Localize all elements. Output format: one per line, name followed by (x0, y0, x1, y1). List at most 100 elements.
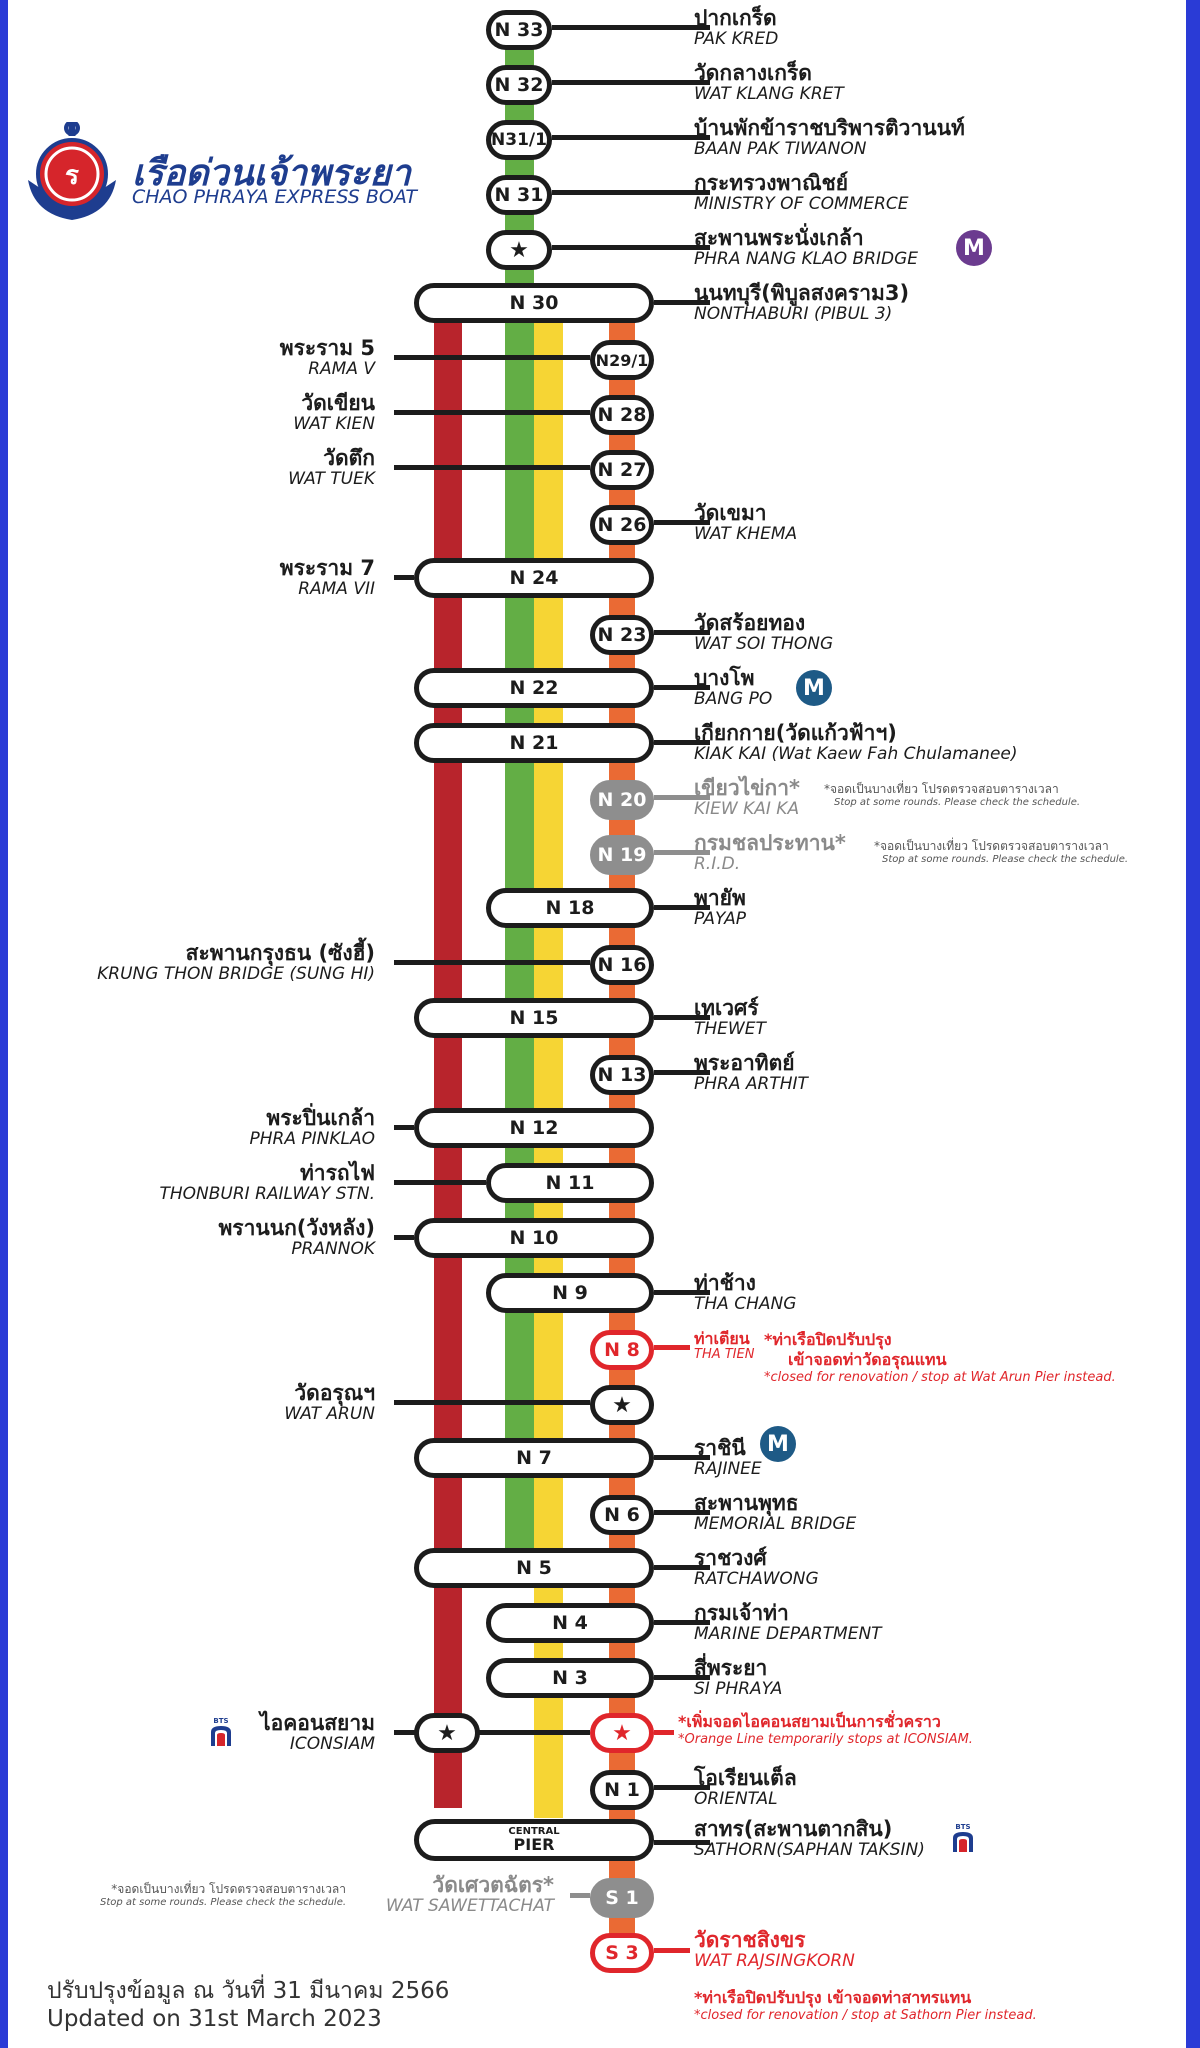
pier-n27[interactable]: N 27 (590, 450, 654, 490)
pier-name-english: PHRA NANG KLAO BRIDGE (694, 249, 919, 270)
pier-phra-nang-klao-star-icon[interactable]: ★ (486, 230, 552, 270)
pier-name-thai: วัดเขมา (694, 501, 767, 525)
pier-n22[interactable]: N 22 (414, 668, 654, 708)
note-thai: *เพิ่มจอดไอคอนสยามเป็นการชั่วคราว (678, 1712, 941, 1731)
pier-name-english: WAT KHEMA (694, 524, 798, 545)
pier-n5[interactable]: N 5 (414, 1548, 654, 1588)
pier-central[interactable]: CENTRAL PIER (414, 1819, 654, 1861)
connector (654, 1290, 710, 1295)
connector (394, 355, 590, 360)
pier-iconsiam-red-line-star-icon[interactable]: ★ (414, 1713, 480, 1753)
pier-n13[interactable]: N 13 (590, 1055, 654, 1095)
pier-wat-arun-star-icon[interactable]: ★ (590, 1385, 654, 1425)
pier-name-english: THA CHANG (694, 1294, 797, 1315)
mrt-purple-icon: M (956, 230, 992, 266)
pier-name-thai: สี่พระยา (694, 1656, 768, 1680)
pier-n23[interactable]: N 23 (590, 615, 654, 655)
bts-text: BTS (213, 1717, 228, 1725)
pier-n1[interactable]: N 1 (590, 1770, 654, 1810)
pier-name-thai: พระอาทิตย์ (694, 1051, 795, 1075)
pier-n15[interactable]: N 15 (414, 998, 654, 1038)
connector (654, 1948, 690, 1953)
connector (552, 80, 710, 85)
note-english: Stop at some rounds. Please check the sc… (100, 1897, 347, 1908)
pier-name-thai: วัดเศวตฉัตร* (432, 1873, 554, 1897)
pier-name-english: KIEW KAI KA (694, 799, 800, 820)
pier-n24[interactable]: N 24 (414, 558, 654, 598)
pier-n16[interactable]: N 16 (590, 945, 654, 985)
note-english: Stop at some rounds. Please check the sc… (834, 797, 1081, 808)
connector (394, 1125, 414, 1130)
pier-n7[interactable]: N 7 (414, 1438, 654, 1478)
central-pier-label-line2: PIER (513, 1835, 555, 1854)
pier-n29-1[interactable]: N29/1 (590, 340, 654, 380)
connector (654, 1785, 710, 1790)
pier-n33[interactable]: N 33 (486, 10, 552, 50)
pier-n4[interactable]: N 4 (486, 1603, 654, 1643)
pier-s1[interactable]: S 1 (590, 1878, 654, 1918)
mrt-blue-icon: M (796, 670, 832, 706)
pier-n28[interactable]: N 28 (590, 395, 654, 435)
connector (654, 1345, 690, 1350)
pier-n26[interactable]: N 26 (590, 505, 654, 545)
pier-label-n5: ราชวงศ์RATCHAWONG (694, 1546, 819, 1590)
connector (394, 960, 590, 965)
mrt-blue-icon: M (760, 1426, 796, 1462)
note-iconsiam: *เพิ่มจอดไอคอนสยามเป็นการชั่วคราว*Orange… (678, 1712, 973, 1748)
pier-name-english: WAT SOI THONG (694, 634, 834, 655)
pier-name-english: MEMORIAL BRIDGE (694, 1514, 857, 1535)
pier-name-thai: ไอคอนสยาม (260, 1711, 375, 1735)
connector (654, 1455, 710, 1460)
pier-n21[interactable]: N 21 (414, 723, 654, 763)
note-thai-line2: เข้าจอดท่าวัดอรุณแทน (788, 1350, 947, 1369)
connector (552, 245, 710, 250)
pier-n10[interactable]: N 10 (414, 1218, 654, 1258)
bts-text: BTS (955, 1823, 970, 1831)
pier-n18[interactable]: N 18 (486, 888, 654, 928)
pier-name-thai: วัดกลางเกร็ด (694, 61, 812, 85)
pier-s3[interactable]: S 3 (590, 1933, 654, 1973)
pier-n3[interactable]: N 3 (486, 1658, 654, 1698)
pier-name-thai: บางโพ (694, 666, 755, 690)
pier-name-thai: ท่าเตียน (694, 1329, 750, 1348)
updated-date: ปรับปรุงข้อมูล ณ วันที่ 31 มีนาคม 2566 U… (47, 1978, 449, 2033)
pier-n31-1[interactable]: N31/1 (486, 120, 552, 160)
pier-name-english: PRANNOK (291, 1239, 375, 1260)
pier-n9[interactable]: N 9 (486, 1273, 654, 1313)
connector (394, 1730, 590, 1735)
note-thai: *จอดเป็นบางเที่ยว โปรดตรวจสอบตารางเวลา (111, 1882, 347, 1896)
pier-n6[interactable]: N 6 (590, 1495, 654, 1535)
pier-n11[interactable]: N 11 (486, 1163, 654, 1203)
pier-n32[interactable]: N 32 (486, 65, 552, 105)
pier-n30[interactable]: N 30 (414, 283, 654, 323)
pier-n20[interactable]: N 20 (590, 780, 654, 820)
connector (654, 1730, 674, 1735)
connector (654, 1510, 710, 1515)
note-thai: *จอดเป็นบางเที่ยว โปรดตรวจสอบตารางเวลา (874, 839, 1109, 853)
connector (552, 135, 710, 140)
pier-name-thai: สะพานพุทธ (694, 1491, 799, 1515)
pier-name-english: PHRA ARTHIT (694, 1074, 808, 1095)
pier-n12[interactable]: N 12 (414, 1108, 654, 1148)
pier-name-thai: ราชินี (694, 1436, 746, 1460)
pier-iconsiam-orange-line-star-icon[interactable]: ★ (590, 1713, 654, 1753)
pier-n31[interactable]: N 31 (486, 175, 552, 215)
pier-name-thai: พรานนก(วังหลัง) (218, 1216, 375, 1240)
connector (552, 25, 710, 30)
pier-n19[interactable]: N 19 (590, 835, 654, 875)
pier-n8[interactable]: N 8 (590, 1330, 654, 1370)
connector (654, 1675, 710, 1680)
pier-name-thai: วัดสร้อยทอง (694, 611, 806, 635)
pier-name-thai: บ้านพักข้าราชบริพารติวานนท์ (694, 116, 965, 140)
pier-name-english: R.I.D. (694, 854, 741, 875)
